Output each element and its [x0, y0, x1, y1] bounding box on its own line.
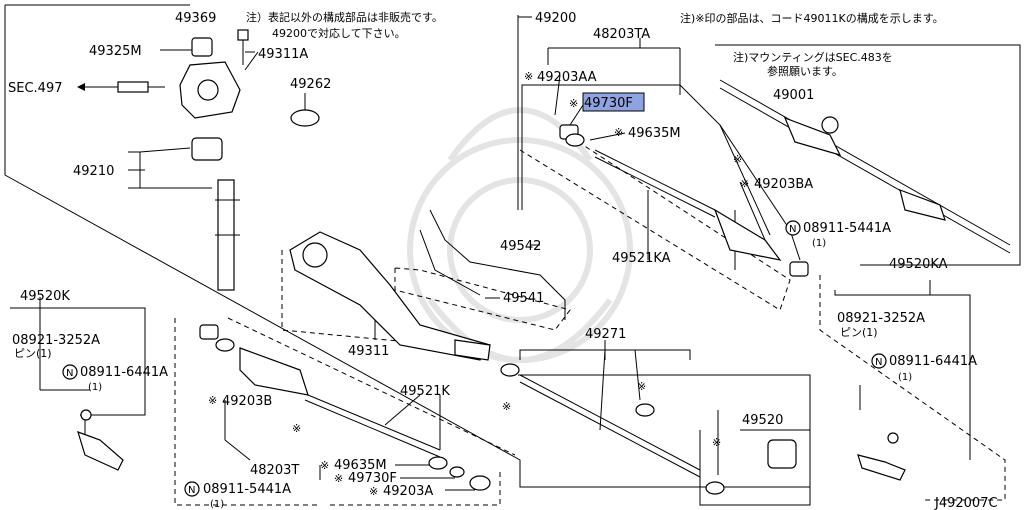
- label-49730f-top[interactable]: 49730F: [584, 96, 633, 111]
- qty-08911-bottom: (1): [210, 499, 224, 510]
- pin-right: ピン(1): [840, 326, 878, 339]
- note-mounting-line2: 参照願います。: [767, 64, 843, 78]
- sec497-arrow: [77, 83, 118, 91]
- tie-rod-left-parts: [77, 324, 491, 491]
- n-circle-08911-bottom: [184, 481, 200, 497]
- asterisk-49203aa: ※: [524, 70, 533, 83]
- label-49520k[interactable]: 49520K: [20, 289, 70, 304]
- label-49210[interactable]: 49210: [73, 164, 114, 179]
- label-08911-5441a-top-right[interactable]: 08911-5441A: [803, 221, 891, 236]
- label-49520ka[interactable]: 49520KA: [889, 257, 948, 272]
- asterisk-49203b: ※: [208, 394, 217, 407]
- label-49203a[interactable]: 49203A: [383, 484, 433, 499]
- note-mounting-line1: 注)マウンティングはSEC.483を: [733, 50, 893, 64]
- gear-housing-parts: [117, 29, 320, 291]
- asterisk-49271-right: ※: [637, 380, 646, 393]
- label-49520[interactable]: 49520: [742, 413, 783, 428]
- asterisk-49203a: ※: [369, 485, 378, 498]
- asterisk-49203ba: ※: [740, 177, 749, 190]
- frame-lines: [4, 4, 1021, 506]
- label-49203b[interactable]: 49203B: [222, 394, 272, 409]
- asterisk-49635m-top: ※: [614, 126, 623, 139]
- label-49521k[interactable]: 49521K: [400, 384, 450, 399]
- note-non-sale-line1: 注）表記以外の構成部品は非販売です。: [246, 10, 443, 24]
- diagram-code: J492007C: [934, 496, 998, 510]
- note-non-sale-line2: 49200で対応して下さい。: [272, 26, 406, 40]
- asterisk-49635m-bot: ※: [320, 459, 329, 472]
- n-mark-08911-left: N: [66, 368, 73, 379]
- label-49325m[interactable]: 49325M: [89, 44, 142, 59]
- label-49262[interactable]: 49262: [290, 77, 331, 92]
- asterisk-mid: ※: [733, 153, 742, 166]
- qty-08911-top-right: (1): [812, 238, 826, 249]
- asterisk-49271-left: ※: [502, 400, 511, 413]
- label-49311a[interactable]: 49311A: [258, 47, 308, 62]
- label-48203t[interactable]: 48203T: [250, 463, 299, 478]
- label-49271[interactable]: 49271: [585, 327, 626, 342]
- label-49001[interactable]: 49001: [773, 88, 814, 103]
- pin-left: ピン(1): [14, 347, 52, 360]
- n-mark-08911-right: N: [875, 357, 882, 368]
- highlight-box: [582, 92, 645, 112]
- qty-08911-right: (1): [898, 372, 912, 383]
- note-asterisk-parts: 注)※印の部品は、コード49011Kの構成を示します。: [680, 11, 944, 25]
- label-49542[interactable]: 49542: [500, 239, 541, 254]
- tie-rod-right-parts: [559, 124, 906, 481]
- label-08921-right[interactable]: 08921-3252A: [837, 311, 925, 326]
- rack-housing-parts: [289, 209, 566, 361]
- label-49541[interactable]: 49541: [503, 291, 544, 306]
- n-circle-08911-right: [871, 353, 887, 369]
- label-sec497[interactable]: SEC.497: [8, 81, 63, 96]
- asterisk-49730f-top: ※: [569, 97, 578, 110]
- label-08921-left[interactable]: 08921-3252A: [12, 333, 100, 348]
- label-49203ba[interactable]: 49203BA: [754, 177, 813, 192]
- leader-lines: [10, 38, 971, 491]
- asterisk-49520: ※: [712, 436, 721, 449]
- n-circle-08911-top-right: [785, 220, 801, 236]
- label-49635m-top[interactable]: 49635M: [628, 126, 681, 141]
- label-49311[interactable]: 49311: [348, 344, 389, 359]
- label-48203ta[interactable]: 48203TA: [593, 27, 650, 42]
- qty-08911-left: (1): [88, 382, 102, 393]
- complete-gear-assembly-sketch: [719, 79, 1011, 254]
- label-08911-5441a-bottom[interactable]: 08911-5441A: [203, 482, 291, 497]
- n-mark-08911-top-right: N: [789, 224, 796, 235]
- asterisk-49730f-bot: ※: [334, 472, 343, 485]
- label-08911-6441a-right[interactable]: 08911-6441A: [889, 354, 977, 369]
- label-49369[interactable]: 49369: [175, 11, 216, 26]
- label-49635m-bot[interactable]: 49635M: [334, 458, 387, 473]
- rack-and-seals-parts: [500, 363, 797, 495]
- label-49200[interactable]: 49200: [535, 11, 576, 26]
- asterisk-left-rod: ※: [292, 422, 301, 435]
- label-49521ka[interactable]: 49521KA: [612, 251, 671, 266]
- label-49730f-bot[interactable]: 49730F: [348, 471, 397, 486]
- n-circle-08911-left: [62, 364, 78, 380]
- label-49203aa[interactable]: 49203AA: [537, 70, 597, 85]
- label-08911-6441a-left[interactable]: 08911-6441A: [80, 365, 168, 380]
- n-mark-08911-bottom: N: [188, 485, 195, 496]
